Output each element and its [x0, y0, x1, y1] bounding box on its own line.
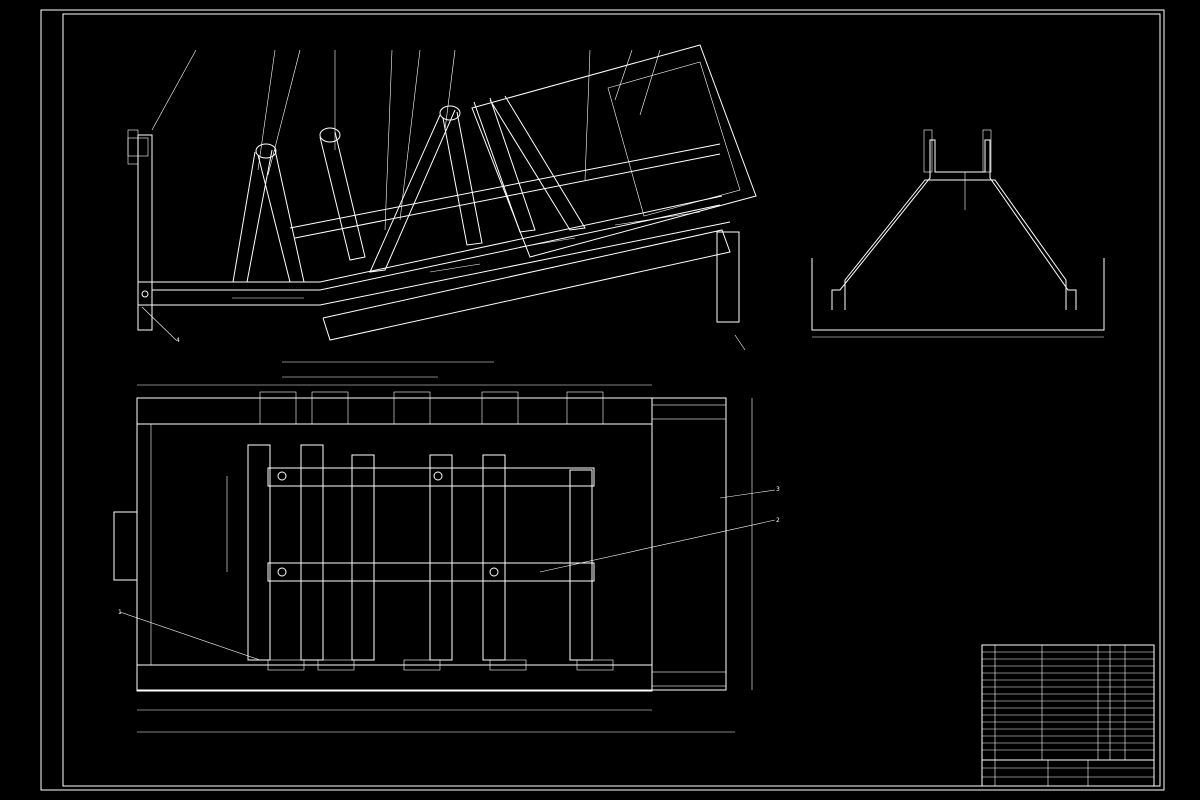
balloon-2: 2: [776, 517, 780, 524]
outer-border: [40, 9, 1165, 791]
balloon-4: 4: [176, 337, 180, 344]
balloon-3: 3: [776, 486, 780, 493]
title-block: [981, 644, 1155, 787]
side-view: [127, 44, 757, 351]
roller-bars: [247, 444, 593, 661]
plan-view: [113, 361, 776, 733]
inner-border: [62, 13, 1161, 787]
detail-view: [811, 129, 1105, 338]
balloon-1: 1: [118, 609, 122, 616]
